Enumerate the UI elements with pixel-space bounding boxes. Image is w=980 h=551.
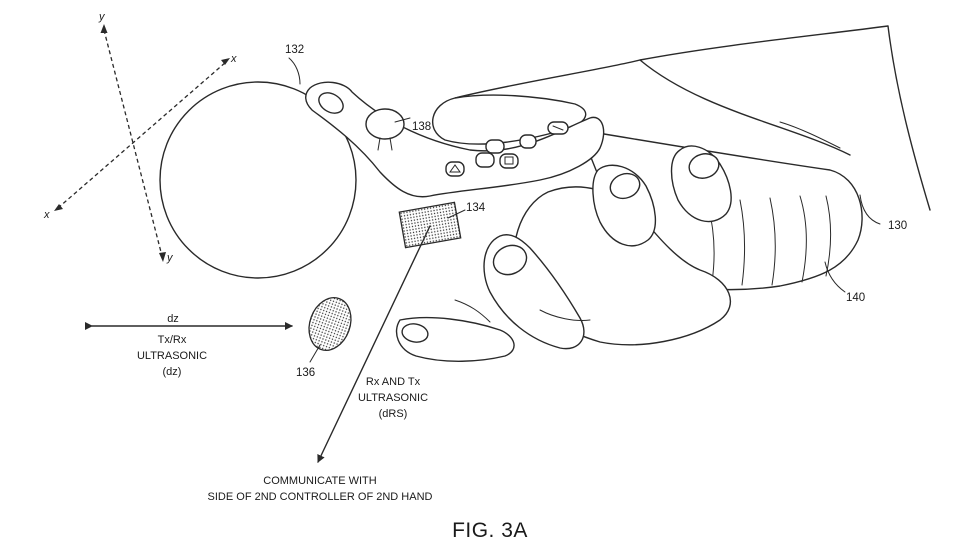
- axis-label-x-top: x: [230, 53, 237, 65]
- x-axis-line: [57, 61, 227, 209]
- axis-label-y-bottom: y: [166, 252, 174, 264]
- y-axis-line: [103, 29, 163, 257]
- circle-button: [485, 139, 505, 154]
- move-button: [365, 108, 405, 140]
- label-second-controller: SIDE OF 2ND CONTROLLER OF 2ND HAND: [208, 491, 433, 503]
- cross-button: [475, 152, 495, 168]
- ref-138: 138: [412, 121, 431, 133]
- leader-lines: [288, 57, 881, 363]
- square-button: [499, 153, 519, 169]
- label-communicate: COMMUNICATE WITH: [263, 475, 377, 487]
- ref-140: 140: [846, 292, 865, 304]
- x-axis-arrow-up: [221, 58, 230, 65]
- controller-body: [305, 81, 605, 198]
- label-ultrasonic-dz: ULTRASONIC: [137, 350, 207, 362]
- label-drs-paren: (dRS): [379, 408, 408, 420]
- label-ultrasonic-drs: ULTRASONIC: [358, 392, 428, 404]
- x-axis-arrow-down: [54, 204, 63, 211]
- select-button: [318, 92, 344, 114]
- sensor-136: [308, 297, 352, 351]
- label-txrx: Tx/Rx: [158, 334, 187, 346]
- hand: [395, 94, 732, 362]
- start-button: [519, 134, 537, 149]
- label-rx-and-tx: Rx AND Tx: [366, 376, 421, 388]
- y-axis-arrow-down: [159, 252, 166, 262]
- label-dz: dz: [167, 313, 179, 325]
- sphere-132: [159, 81, 357, 279]
- drs-arrow: [317, 225, 431, 463]
- axis-group: y x x y: [43, 11, 237, 264]
- label-dz-paren: (dz): [163, 366, 182, 378]
- sensor-134: [398, 201, 462, 249]
- figure-caption: FIG. 3A: [452, 519, 528, 542]
- ref-130: 130: [888, 220, 907, 232]
- sleeve: [454, 25, 931, 211]
- ref-132: 132: [285, 44, 304, 56]
- axis-label-x-bottom: x: [43, 209, 50, 221]
- y-axis-arrow-up: [100, 24, 108, 33]
- ref-134: 134: [466, 202, 486, 214]
- ref-136: 136: [296, 367, 315, 379]
- triangle-button: [445, 161, 465, 177]
- axis-label-y-top: y: [98, 11, 106, 23]
